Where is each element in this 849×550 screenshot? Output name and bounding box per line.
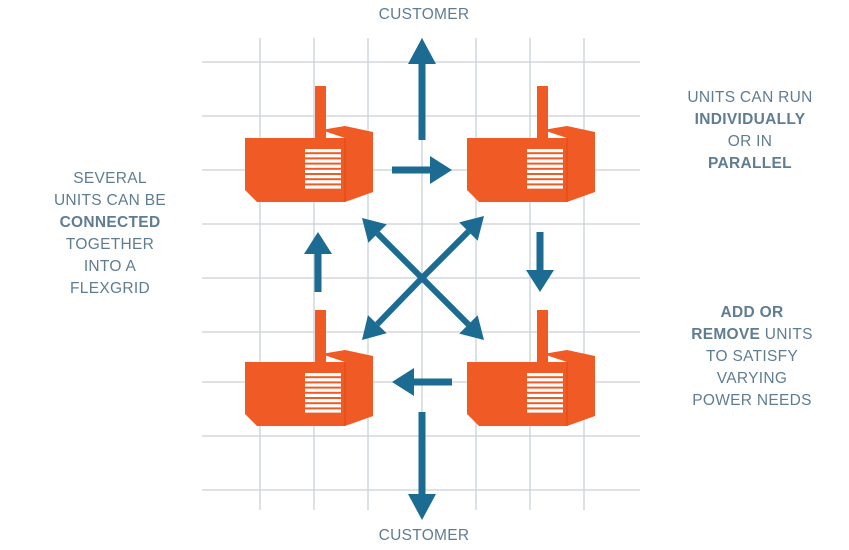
caption-line-bold: CONNECTED: [59, 214, 161, 231]
caption-line: INTO A: [83, 258, 137, 275]
caption-line: TO SATISFY: [706, 348, 798, 365]
arrow-icon: [408, 38, 436, 140]
caption-line: POWER NEEDS: [692, 392, 812, 409]
caption-line-bold: ADD OR: [720, 304, 784, 321]
arrow-icon: [392, 156, 452, 184]
arrow-icon: [408, 412, 436, 520]
arrow-icon: [419, 275, 484, 340]
arrow-icon: [304, 232, 332, 292]
scaling-caption: ADD OR REMOVE UNITS TO SATISFY VARYING P…: [668, 302, 836, 412]
arrows: [304, 38, 554, 520]
caption-line: FLEXGRID: [70, 280, 150, 297]
arrow-icon: [419, 216, 484, 281]
caption-line: VARYING: [716, 370, 788, 387]
connected-caption: SEVERAL UNITS CAN BE CONNECTED TOGETHER …: [28, 168, 192, 300]
arrow-icon: [392, 368, 452, 396]
customer-label-top: CUSTOMER: [378, 6, 470, 23]
parallel-caption: UNITS CAN RUN INDIVIDUALLY OR IN PARALLE…: [660, 87, 840, 175]
generator-units: [245, 86, 595, 426]
caption-line: REMOVE UNITS: [668, 324, 836, 346]
arrow-icon: [362, 218, 425, 281]
caption-line: UNITS CAN RUN: [687, 89, 813, 106]
caption-line-bold: PARALLEL: [708, 155, 792, 172]
caption-line-bold: INDIVIDUALLY: [694, 111, 806, 128]
caption-line: OR IN: [727, 133, 773, 150]
caption-rest: UNITS: [760, 326, 813, 343]
generator-unit-icon: [245, 86, 373, 202]
caption-line: TOGETHER: [65, 236, 155, 253]
caption-line: UNITS CAN BE: [53, 192, 167, 209]
customer-label-bottom: CUSTOMER: [378, 527, 470, 544]
generator-unit-icon: [245, 310, 373, 426]
caption-line: SEVERAL: [73, 170, 147, 187]
generator-unit-icon: [467, 310, 595, 426]
arrow-icon: [526, 232, 554, 292]
caption-bold-word: REMOVE: [691, 326, 761, 343]
arrow-icon: [362, 275, 425, 340]
generator-unit-icon: [467, 86, 595, 202]
